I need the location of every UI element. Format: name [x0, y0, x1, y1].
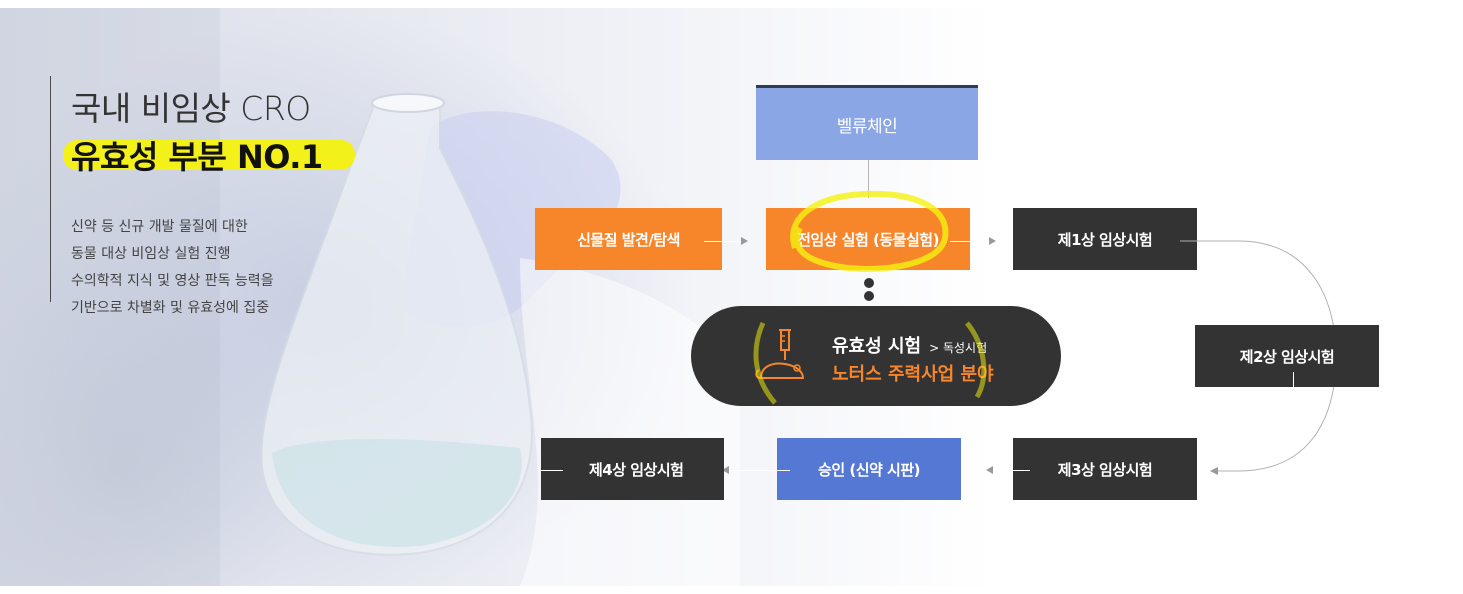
- arrow-right-icon: [741, 237, 748, 245]
- approval-box: 승인 (신약 시판): [777, 438, 961, 500]
- focus-tagline: 노터스 주력사업 분야: [832, 364, 994, 385]
- arrow-right-icon: [989, 237, 996, 245]
- dot-marker: [864, 291, 874, 301]
- mouse-syringe-icon: [755, 329, 805, 379]
- heading-line2: 유효성 부분 NO.1: [71, 138, 323, 176]
- focus-sub: > 독성시험: [929, 341, 988, 355]
- focus-title: 유효성 시험 > 독성시험: [832, 332, 987, 358]
- phase4-box: 제4상 임상시험: [541, 438, 724, 500]
- lab-flask-illustration: [0, 8, 740, 586]
- discovery-box: 신물질 발견/탐색: [535, 208, 722, 270]
- arrow-left-icon: [722, 466, 729, 474]
- heading-line1: 국내 비임상 CRO: [71, 89, 311, 128]
- focus-title-text: 유효성 시험: [832, 336, 922, 357]
- heading-line2-wrap: 유효성 부분 NO.1: [63, 132, 355, 178]
- connector-line: [950, 241, 990, 242]
- phase1-box: 제1상 임상시험: [1013, 208, 1197, 270]
- connector-line: [868, 160, 869, 198]
- dot-marker: [864, 278, 874, 288]
- description-line: 동물 대상 비임상 실험 진행: [71, 246, 231, 262]
- connector-line: [541, 470, 563, 471]
- description: 신약 등 신규 개발 물질에 대한 동물 대상 비임상 실험 진행 수의학적 지…: [71, 214, 371, 322]
- connector-line: [1293, 372, 1294, 388]
- highlight-mark: [63, 140, 355, 170]
- preclinical-box: 전임상 실험 (동물실험): [766, 208, 970, 270]
- arrow-left-icon: [986, 466, 993, 474]
- hero-section: [0, 8, 1463, 586]
- connector-line: [994, 470, 1030, 471]
- value-chain-box: 벨류체인: [756, 85, 978, 160]
- page-bottom-band: [0, 586, 1463, 594]
- description-line: 기반으로 차별화 및 유효성에 집중: [71, 300, 270, 316]
- description-line: 신약 등 신규 개발 물질에 대한: [71, 219, 248, 235]
- connector-line: [704, 241, 744, 242]
- phase2-box: 제2상 임상시험: [1195, 325, 1379, 387]
- intro-block: 국내 비임상 CRO 유효성 부분 NO.1 신약 등 신규 개발 물질에 대한…: [50, 76, 371, 316]
- focus-pill: 유효성 시험 > 독성시험 노터스 주력사업 분야: [691, 306, 1061, 406]
- connector-line: [730, 470, 790, 471]
- phase3-box: 제3상 임상시험: [1013, 438, 1197, 500]
- description-line: 수의학적 지식 및 영상 판독 능력을: [71, 273, 274, 289]
